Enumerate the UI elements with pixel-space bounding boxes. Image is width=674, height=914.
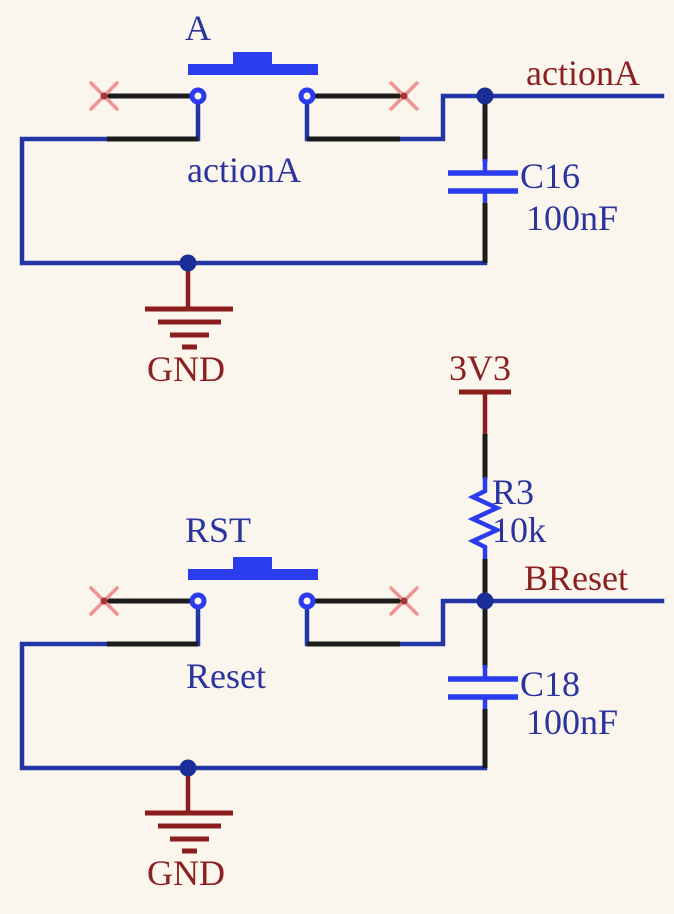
no-erc-cross-icon: [389, 81, 419, 111]
gnd-symbol: [145, 263, 233, 350]
capacitor-C16-value: 100nF: [526, 198, 619, 238]
capacitor-C18-designator: C18: [520, 664, 581, 704]
capacitor-C18-value: 100nF: [526, 702, 619, 742]
junction-dot: [179, 254, 197, 272]
capacitor-C16-designator: C16: [520, 156, 581, 196]
button-A-comment: actionA: [187, 150, 301, 190]
power-3v3-symbol: [459, 389, 511, 436]
net-label-actionA: actionA: [526, 53, 640, 93]
no-erc-cross-icon: [89, 81, 119, 111]
button-RST-comment: Reset: [186, 656, 266, 696]
button-A-designator: A: [185, 8, 211, 48]
resistor-R3-designator: R3: [492, 472, 535, 512]
resistor-R3-value: 10k: [492, 510, 546, 550]
net-label-BReset: BReset: [524, 558, 628, 598]
pushbutton-A-symbol: [105, 52, 404, 142]
capacitor-C18-symbol: [448, 601, 518, 768]
wires-buttonA-circuit: [19, 93, 665, 266]
no-erc-cross-icon: [89, 586, 119, 616]
junction-dot: [476, 87, 494, 105]
gnd-label: GND: [147, 853, 225, 893]
button-RST-designator: RST: [185, 510, 252, 550]
gnd-label: GND: [147, 349, 225, 389]
pushbutton-RST-symbol: [105, 557, 404, 647]
no-erc-cross-icon: [389, 586, 419, 616]
junction-dot: [179, 759, 197, 777]
wires-reset-circuit: [19, 598, 665, 771]
power-3v3-label: 3V3: [449, 348, 511, 388]
capacitor-C16-symbol: [448, 96, 518, 263]
gnd-symbol: [145, 768, 233, 854]
junction-dot: [476, 592, 494, 610]
